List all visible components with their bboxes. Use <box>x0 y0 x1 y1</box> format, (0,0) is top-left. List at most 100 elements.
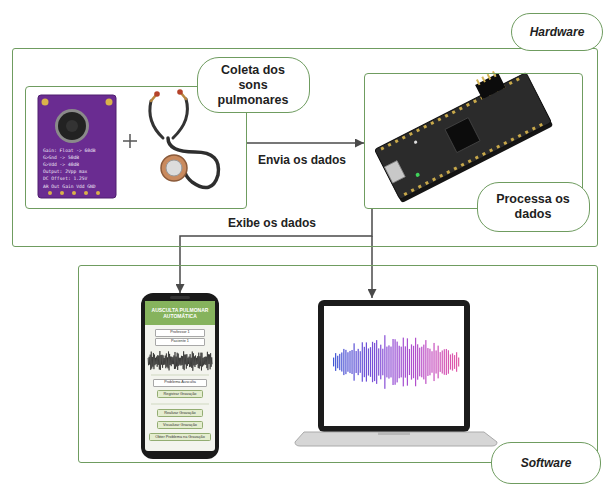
pin <box>395 139 399 143</box>
waveform-bar <box>345 350 346 374</box>
stethoscope-part <box>154 91 160 97</box>
waveform-bar <box>335 353 336 371</box>
pin <box>387 143 391 147</box>
phone-notch <box>170 296 190 299</box>
pin <box>473 99 477 103</box>
microphone-module-part-part <box>96 191 100 195</box>
app-field-frame: Problema Ausculta <box>153 379 207 387</box>
waveform-bar <box>415 338 416 387</box>
processing-box: Processa os dados <box>364 73 583 209</box>
stethoscope-part <box>177 89 183 95</box>
laptop-part <box>333 335 459 389</box>
waveform-bar <box>368 348 369 375</box>
app-title: AUSCULTA PULMONAR AUTOMÁTICA <box>147 307 214 319</box>
box-heading: Processa os dados <box>486 192 581 222</box>
plus-symbol-part <box>129 134 131 148</box>
microcontroller-board-part-part <box>492 71 497 77</box>
audio-waveform <box>148 351 212 371</box>
pin <box>411 188 415 192</box>
waveform-bar <box>454 355 455 369</box>
silkscreen-label: AR Out Gain Vdd GND <box>43 184 96 189</box>
waveform-bar <box>397 342 398 383</box>
pin <box>503 141 507 145</box>
microphone-module-part <box>48 191 100 195</box>
microcontroller-board-part <box>413 140 417 144</box>
laptop-part <box>378 432 410 435</box>
microphone-module-part-part <box>84 191 88 195</box>
laptop <box>295 300 497 446</box>
pin <box>423 125 427 129</box>
waveform-bar <box>444 349 445 375</box>
pin <box>468 159 472 163</box>
phone-app: AUSCULTA PULMONAR AUTOMÁTICA Professor 1 P… <box>141 293 219 459</box>
waveform-bar <box>351 350 352 374</box>
microphone-module-part <box>38 95 116 198</box>
pin <box>539 123 543 127</box>
waveform-bar <box>390 347 391 378</box>
waveform-bar <box>358 349 359 375</box>
waveform-bar <box>409 349 410 375</box>
waveform-bar <box>448 350 449 373</box>
app-button: Visualizar Gravação <box>163 423 197 428</box>
pin <box>525 130 529 134</box>
waveform-bar <box>395 339 396 385</box>
app-title-frame: AUSCULTA PULMONAR AUTOMÁTICA <box>146 304 215 322</box>
microcontroller-board-part-part <box>481 76 486 82</box>
waveform-bar <box>423 345 424 380</box>
microphone-module-part <box>55 109 89 143</box>
arrow-connector <box>180 209 372 293</box>
silkscreen-label: Output: 2Vpp max <box>43 169 87 174</box>
laptop-part <box>295 432 497 446</box>
box-heading-frame: Coleta dos sons pulmonares <box>197 57 310 113</box>
pin <box>439 174 443 178</box>
silkscreen-label: G>Gnd -> 50dB <box>43 155 79 160</box>
pin <box>445 114 449 118</box>
microphone-module-part <box>58 112 86 140</box>
waveform-bar <box>446 349 447 375</box>
waveform-bar <box>347 352 348 372</box>
microcontroller-board-part-part <box>487 74 492 80</box>
edge-label: Envia os dados <box>256 153 348 167</box>
pin <box>446 170 450 174</box>
pin <box>496 145 500 149</box>
pin <box>516 77 520 81</box>
region-tab-frame: Software <box>491 442 601 484</box>
app-field-frame: Paciente 1 <box>155 338 205 346</box>
pin <box>532 127 536 131</box>
waveform-bar <box>388 345 389 378</box>
box-heading-frame: Processa os dados <box>477 182 590 232</box>
waveform-bar <box>401 347 402 378</box>
app-button-frame: Visualizar Gravação <box>157 421 203 429</box>
app-button-frame: Realizar Gravação <box>157 409 203 417</box>
waveform-bar <box>427 348 428 376</box>
waveform-bar <box>386 347 387 378</box>
microcontroller-board-part <box>380 77 543 195</box>
waveform-bar <box>349 351 350 373</box>
app-field: Professor 1 <box>170 330 189 335</box>
waveform-bar <box>378 348 379 375</box>
pin <box>402 136 406 140</box>
microphone-module-part <box>66 120 78 132</box>
pin <box>489 148 493 152</box>
app-button: Registrar Gravação <box>164 392 197 397</box>
waveform-bar <box>339 354 340 370</box>
region-tab: Software <box>521 456 572 470</box>
waveform-bar <box>374 343 375 381</box>
waveform-bar <box>364 347 365 377</box>
microphone-module <box>38 95 116 198</box>
waveform-bar <box>403 338 404 387</box>
microcontroller-board-part <box>375 72 552 199</box>
microcontroller-board-part <box>475 73 505 99</box>
waveform-bar <box>442 350 443 373</box>
waveform-bar <box>392 339 393 385</box>
waveform-bar <box>376 340 377 384</box>
microphone-module-part-part <box>60 191 64 195</box>
pin <box>437 117 441 121</box>
laptop-part <box>318 300 470 432</box>
divider <box>151 404 209 405</box>
app-field: Paciente 1 <box>171 339 189 344</box>
collection-box: Coleta dos sons pulmonares <box>25 86 247 209</box>
waveform-bar <box>411 344 412 379</box>
waveform-bar <box>370 347 371 377</box>
